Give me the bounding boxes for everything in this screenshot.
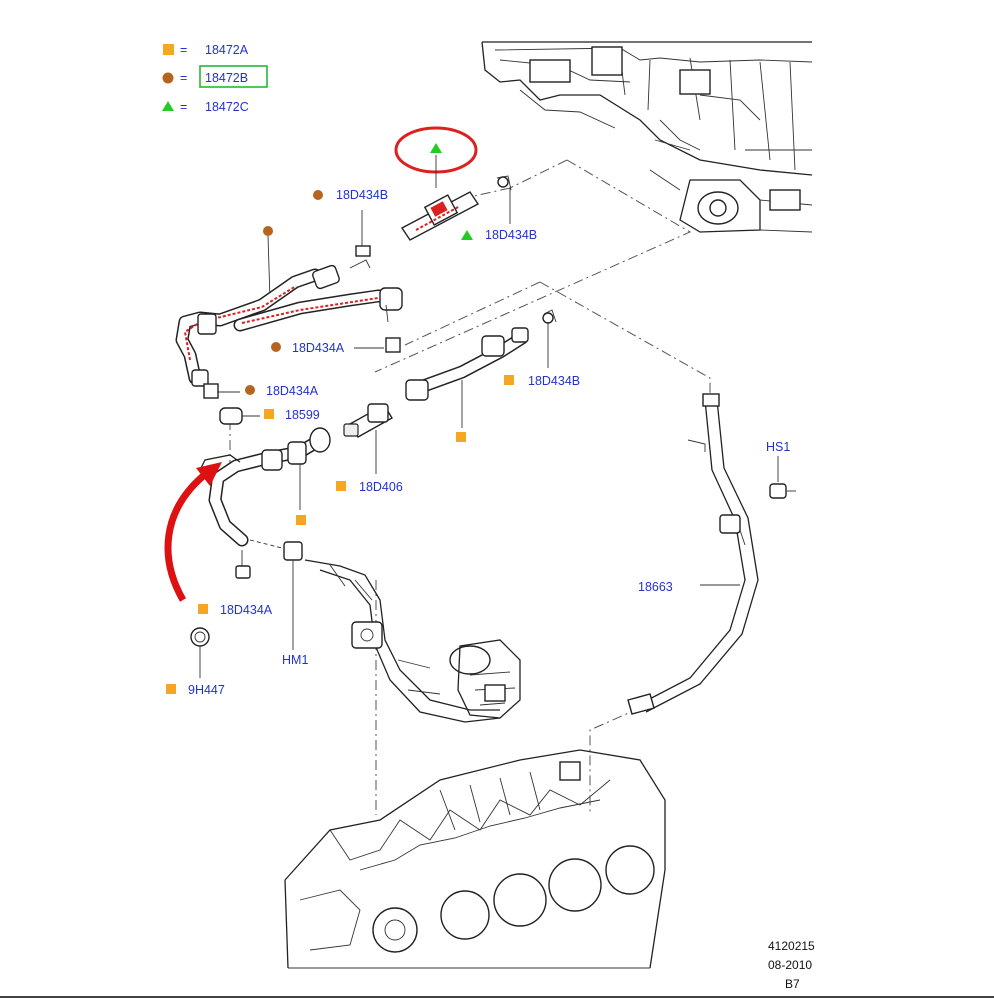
circle-marker-icon <box>271 342 281 352</box>
legend-code-a: 18472A <box>205 43 249 57</box>
red-arrow-head-icon <box>196 462 222 486</box>
callout-18d434a-middle: 18D434A <box>292 341 345 355</box>
callout-9h447: 9H447 <box>188 683 225 697</box>
square-marker-icon <box>264 409 274 419</box>
callout-18d434b-right: 18D434B <box>528 374 580 388</box>
legend-equals-b: = <box>180 71 187 85</box>
triangle-marker-icon <box>430 143 442 153</box>
callout-18d434b-left: 18D434B <box>336 188 388 202</box>
square-marker-icon <box>336 481 346 491</box>
lower-hose <box>199 427 331 579</box>
legend-equals-a: = <box>180 43 187 57</box>
sensor-hs1 <box>769 483 787 499</box>
circle-marker-icon <box>313 190 323 200</box>
hose-18472b <box>175 226 403 387</box>
clamp-9h447 <box>190 627 210 647</box>
square-marker-icon <box>504 375 514 385</box>
stamp-revision: B7 <box>785 977 800 991</box>
legend-circle-icon <box>162 72 174 84</box>
callout-hs1: HS1 <box>766 440 790 454</box>
legend-highlight-box <box>199 65 268 88</box>
callout-18d434b-upper: 18D434B <box>485 228 537 242</box>
legend-code-b: 18472B <box>205 71 248 85</box>
triangle-marker-icon <box>461 230 473 240</box>
square-marker-icon <box>296 515 306 525</box>
connector-18472c <box>400 175 512 241</box>
red-arrow-icon <box>164 469 211 602</box>
engine-block-drawing <box>284 749 666 969</box>
legend: = 18472A = 18472B = 18472C <box>162 43 268 114</box>
callout-18663: 18663 <box>638 580 673 594</box>
intake-manifold-drawing <box>481 41 813 233</box>
callout-hm1: HM1 <box>282 653 308 667</box>
drawing-stamp: 4120215 08-2010 B7 <box>768 939 815 991</box>
stamp-number: 4120215 <box>768 939 815 953</box>
connector-18d406 <box>343 403 393 474</box>
leader-lines <box>229 159 711 815</box>
callout-18d434a-bottom: 18D434A <box>220 603 273 617</box>
callout-18d434a-lower: 18D434A <box>266 384 319 398</box>
square-marker-icon <box>166 684 176 694</box>
legend-code-c: 18472C <box>205 100 249 114</box>
stamp-date: 08-2010 <box>768 958 812 972</box>
water-outlet-drawing <box>304 559 521 723</box>
legend-square-icon <box>163 44 174 55</box>
cap-18599 <box>219 407 243 425</box>
legend-equals-c: = <box>180 100 187 114</box>
circle-marker-icon <box>245 385 255 395</box>
legend-triangle-icon <box>162 101 174 111</box>
callout-18d406: 18D406 <box>359 480 403 494</box>
callout-18599: 18599 <box>285 408 320 422</box>
circle-marker-icon <box>263 226 273 236</box>
clip-hm1 <box>283 541 303 561</box>
square-marker-icon <box>456 432 466 442</box>
square-marker-icon <box>198 604 208 614</box>
tube-assembly <box>405 309 557 428</box>
dipstick-tube-18663 <box>627 393 759 715</box>
